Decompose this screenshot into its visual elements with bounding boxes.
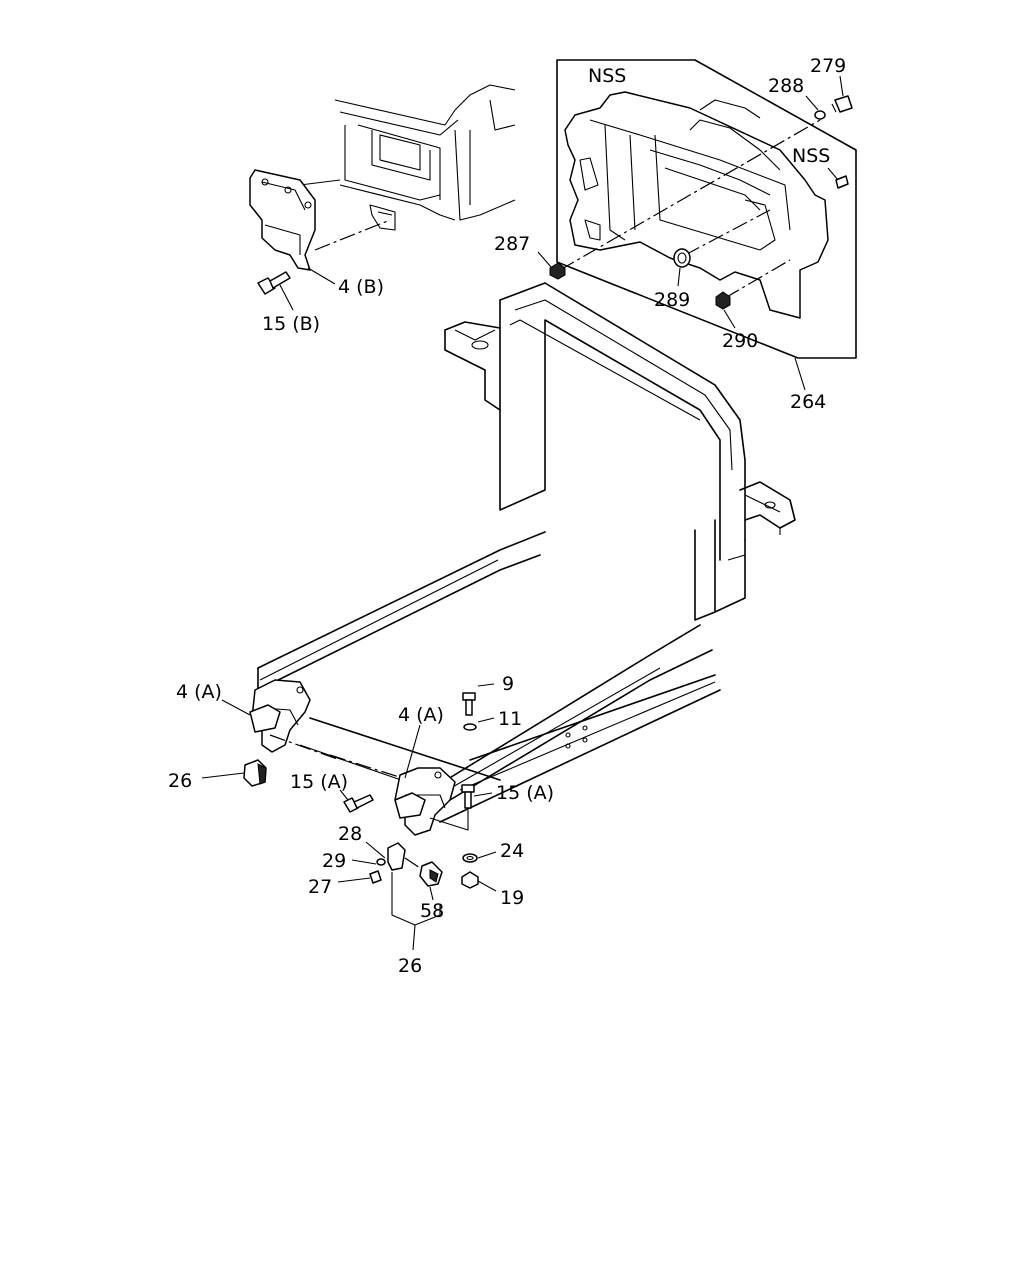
rubber-mount-58-icon (419, 861, 443, 887)
bracket-4a-right (394, 767, 469, 836)
washer-288-icon (814, 110, 826, 120)
callout-9: 9 (502, 673, 514, 695)
callout-11: 11 (498, 708, 522, 730)
callout-289: 289 (654, 289, 690, 311)
fastener-279-icon (831, 95, 853, 113)
callout-264: 264 (790, 391, 826, 413)
grommet-289-icon (673, 248, 691, 268)
leader-lines (201, 75, 844, 951)
nut-290-icon (715, 291, 731, 310)
nut-19-icon (461, 871, 479, 889)
callout-26-bottom: 26 (398, 955, 422, 977)
washer-11-icon (463, 723, 477, 731)
callout-19: 19 (500, 887, 524, 909)
callout-nss-top: NSS (588, 65, 626, 87)
side-panel-264-group (556, 59, 857, 359)
bolt-15a-left-icon (343, 794, 374, 813)
mount-26-left-icon (243, 759, 267, 787)
bolt-27-icon (369, 870, 382, 884)
washer-29-icon (376, 858, 386, 866)
clip-nss-icon (835, 175, 849, 189)
callout-29: 29 (322, 850, 346, 872)
callout-15b: 15 (B) (262, 313, 320, 335)
callout-15a-right: 15 (A) (496, 782, 554, 804)
callout-24: 24 (500, 840, 524, 862)
bracket-4a-left (249, 679, 311, 753)
callout-15a-left: 15 (A) (290, 771, 348, 793)
callout-4b: 4 (B) (338, 276, 384, 298)
panel-264-boundary (556, 59, 857, 359)
nut-287-icon (549, 262, 566, 280)
callout-nss-side: NSS (792, 145, 830, 167)
bracket-4b (249, 169, 391, 271)
callout-287: 287 (494, 233, 530, 255)
callout-279: 279 (810, 55, 846, 77)
callout-58: 58 (420, 900, 444, 922)
bolt-9-icon (462, 692, 476, 716)
washer-24-icon (462, 853, 478, 863)
bolt-15a-right-icon (461, 784, 475, 809)
bolt-15b-icon (257, 271, 291, 295)
callout-290: 290 (722, 330, 758, 352)
chassis-frame (257, 282, 796, 823)
bracket-28-icon (387, 842, 406, 871)
callout-labels: 279 288 NSS NSS 287 289 290 264 4 (B) 15… (168, 55, 846, 977)
callout-4a-right: 4 (A) (398, 704, 444, 726)
callout-26-left: 26 (168, 770, 192, 792)
cab-corner-drawing (299, 84, 516, 231)
callout-28: 28 (338, 823, 362, 845)
callout-27: 27 (308, 876, 332, 898)
callout-4a-left: 4 (A) (176, 681, 222, 703)
callout-288: 288 (768, 75, 804, 97)
